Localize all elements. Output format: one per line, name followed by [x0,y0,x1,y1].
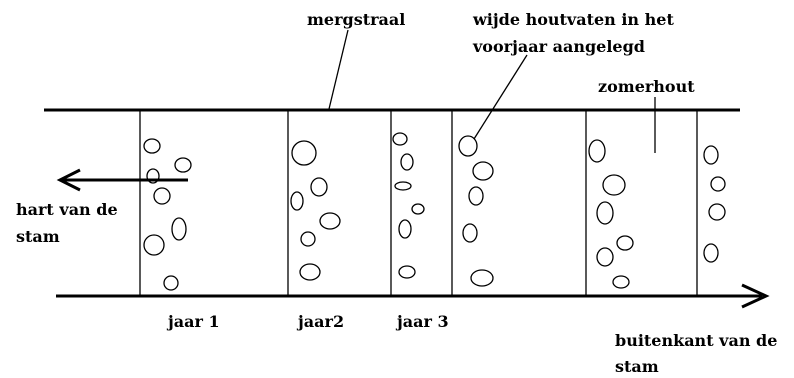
vessel [710,176,726,192]
year-1-label: jaar 1 [166,312,220,331]
wide-vessels-label-line1: wijde houtvaten in het [472,10,674,29]
vessel [470,269,494,287]
vessel [588,139,606,163]
vessel [596,201,614,225]
vessels-year-1 [143,138,192,291]
outside-arrowhead [741,283,770,309]
vessel [171,217,187,241]
vessel [290,191,304,211]
medullary-ray-pointer [328,29,349,110]
heart-label-line2: stam [16,227,60,246]
vessel [398,265,416,279]
summer-wood-label: zomerhout [598,77,695,96]
vessel [143,234,165,256]
vessels-year-6 [703,145,726,263]
vessels-year-2 [290,140,341,281]
vessel [703,145,719,165]
vessel [411,203,425,215]
vessel [394,181,412,191]
vessel [472,161,494,181]
vessel [392,132,408,146]
vessel [462,223,478,243]
vessel [400,153,414,171]
vessel [703,243,719,263]
vessel [163,275,179,291]
outside-label-line2: stam [615,357,659,376]
outside-label-line1: buitenkant van de [615,331,777,350]
vessel [291,140,317,166]
vessel [708,203,726,221]
vessel [299,263,321,281]
vessel [143,138,161,154]
vessel [174,157,192,173]
vessel [300,231,316,247]
wide-vessels-pointer [473,54,528,140]
heart-label-line1: hart van de [16,200,118,219]
year-2-label: jaar2 [296,312,344,331]
vessel [319,212,341,230]
vessel [458,135,478,157]
vessel [153,187,171,205]
vessel [616,235,634,251]
wide-vessels-label-line2: voorjaar aangelegd [472,37,645,56]
vessel [468,186,484,206]
vessels-year-5 [588,139,634,289]
vessel [146,168,160,184]
vessel [596,247,614,267]
vessels-year-4 [458,135,494,287]
vessel [612,275,630,289]
vessel [310,177,328,197]
medullary-ray-label: mergstraal [307,10,405,29]
year-3-label: jaar 3 [395,312,449,331]
vessel [602,174,626,196]
vessels-year-3 [392,132,425,279]
heart-arrowhead [56,168,81,192]
vessel [398,219,412,239]
